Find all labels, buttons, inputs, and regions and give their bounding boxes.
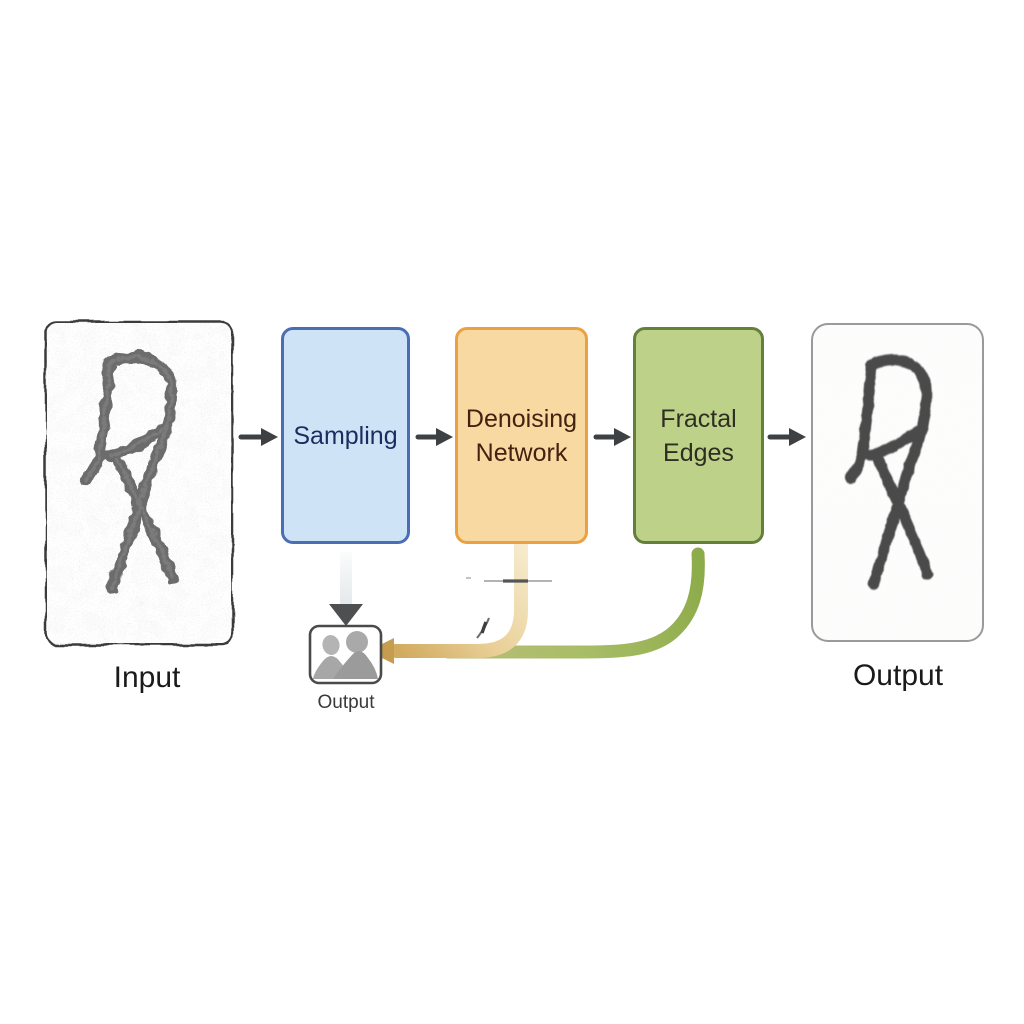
connector-denoising-to-output [389,538,528,658]
output-panel [811,323,984,642]
arrow-sampling-to-denoising [415,428,453,446]
arrow-fractal-to-output [767,428,806,446]
input-label: Input [113,661,181,694]
input-stone-texture [47,323,231,643]
connector-fractal-to-output [441,547,705,659]
stage-label-sampling: Sampling [293,421,398,450]
arrow-denoising-to-fractal [593,428,631,446]
arrow-input-to-sampling [238,428,278,446]
stray-marks [466,577,552,639]
stage-box-sampling: Sampling [281,327,410,544]
image-placeholder-icon [308,624,383,685]
stage-label-denoising-network: Denoising Network [465,404,578,467]
stage-box-denoising-network: Denoising Network [455,327,588,544]
intermediate-output-label: Output [317,692,375,713]
output-label: Output [852,659,944,692]
arrow-sampling-to-intermediate-output [329,552,363,626]
stage-box-fractal-edges: Fractal Edges [633,327,764,544]
stage-label-fractal-edges: Fractal Edges [660,404,737,467]
input-panel [44,320,234,646]
flow-arrows [238,428,806,446]
